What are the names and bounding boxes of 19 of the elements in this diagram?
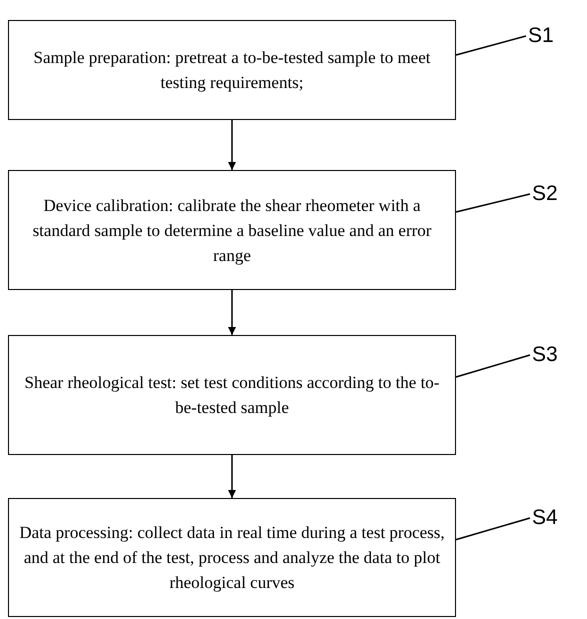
arrow	[228, 120, 236, 170]
arrow	[228, 290, 236, 335]
leader-line	[456, 193, 530, 213]
process-box	[8, 20, 456, 120]
step-label: S3	[532, 343, 558, 367]
step-text: Data processing: collect data in real time during a test process, and at the end of the test, process and analyze the data to plot rheological curves	[19, 522, 445, 594]
step-label: S2	[532, 182, 558, 206]
process-box	[8, 335, 456, 455]
leader-line	[456, 35, 526, 56]
step-text: Sample preparation: pretreat a to-be-tested sample to meet testing requirements;	[32, 47, 432, 94]
step-label: S1	[528, 24, 554, 48]
step-text: Device calibration: calibrate the shear rheometer with a standard sample to determine a baseline value and an error range	[32, 194, 432, 267]
leader-line	[456, 354, 530, 378]
leader-line	[456, 517, 530, 540]
step-label: S4	[532, 506, 558, 530]
step-text: Shear rheological test: set test conditions according to the to-be-tested sample	[24, 372, 440, 419]
arrow	[228, 455, 236, 498]
process-box	[8, 170, 456, 290]
process-box	[8, 498, 456, 617]
